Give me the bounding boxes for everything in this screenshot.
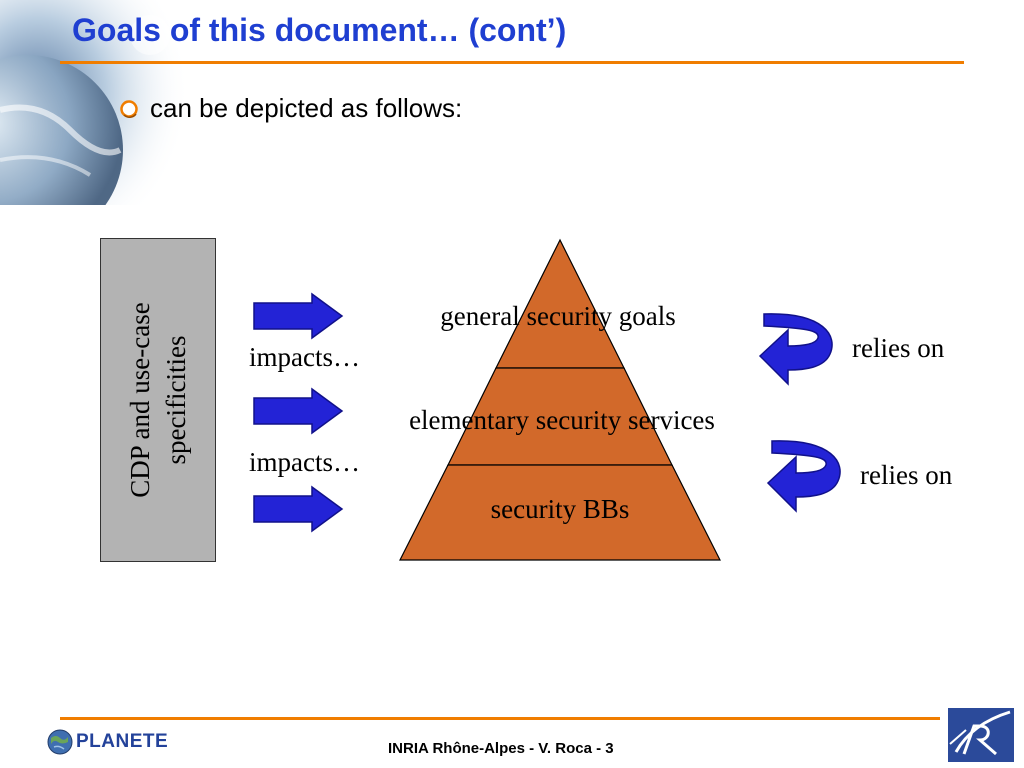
hollow-circle-bullet-icon — [120, 99, 138, 118]
bullet-item: can be depicted as follows: — [118, 93, 462, 124]
relies-on-label: relies on — [860, 460, 953, 490]
footer-divider — [60, 717, 940, 720]
right-arrow-icon — [253, 486, 343, 532]
planete-logo-text: PLANETE — [76, 731, 169, 752]
title-divider — [60, 61, 964, 64]
bullet-text: can be depicted as follows: — [150, 93, 463, 123]
footer-text: INRIA Rhône-Alpes - V. Roca - 3 — [388, 740, 614, 757]
impacts-label: impacts… — [249, 447, 360, 477]
globe-logo-icon — [47, 729, 73, 755]
inria-logo-icon — [948, 708, 1014, 762]
pyramid-level-bottom — [399, 464, 721, 561]
planete-logo: PLANETE — [46, 728, 168, 756]
relies-on-label: relies on — [852, 333, 945, 363]
right-arrow-icon — [253, 388, 343, 434]
curved-return-arrow-icon — [767, 440, 841, 512]
globe-corner-image — [0, 0, 190, 205]
right-arrow-icon — [253, 293, 343, 339]
slide-title: Goals of this document… (cont’) — [72, 12, 567, 48]
pyramid-label-bottom: security BBs — [491, 494, 630, 524]
curved-return-arrow-icon — [759, 313, 833, 385]
pyramid-label-middle: elementary security services — [409, 405, 715, 435]
cdp-box: CDP and use-case specificities — [100, 238, 216, 562]
impacts-label: impacts… — [249, 342, 360, 372]
pyramid-label-top: general security goals — [440, 301, 675, 331]
